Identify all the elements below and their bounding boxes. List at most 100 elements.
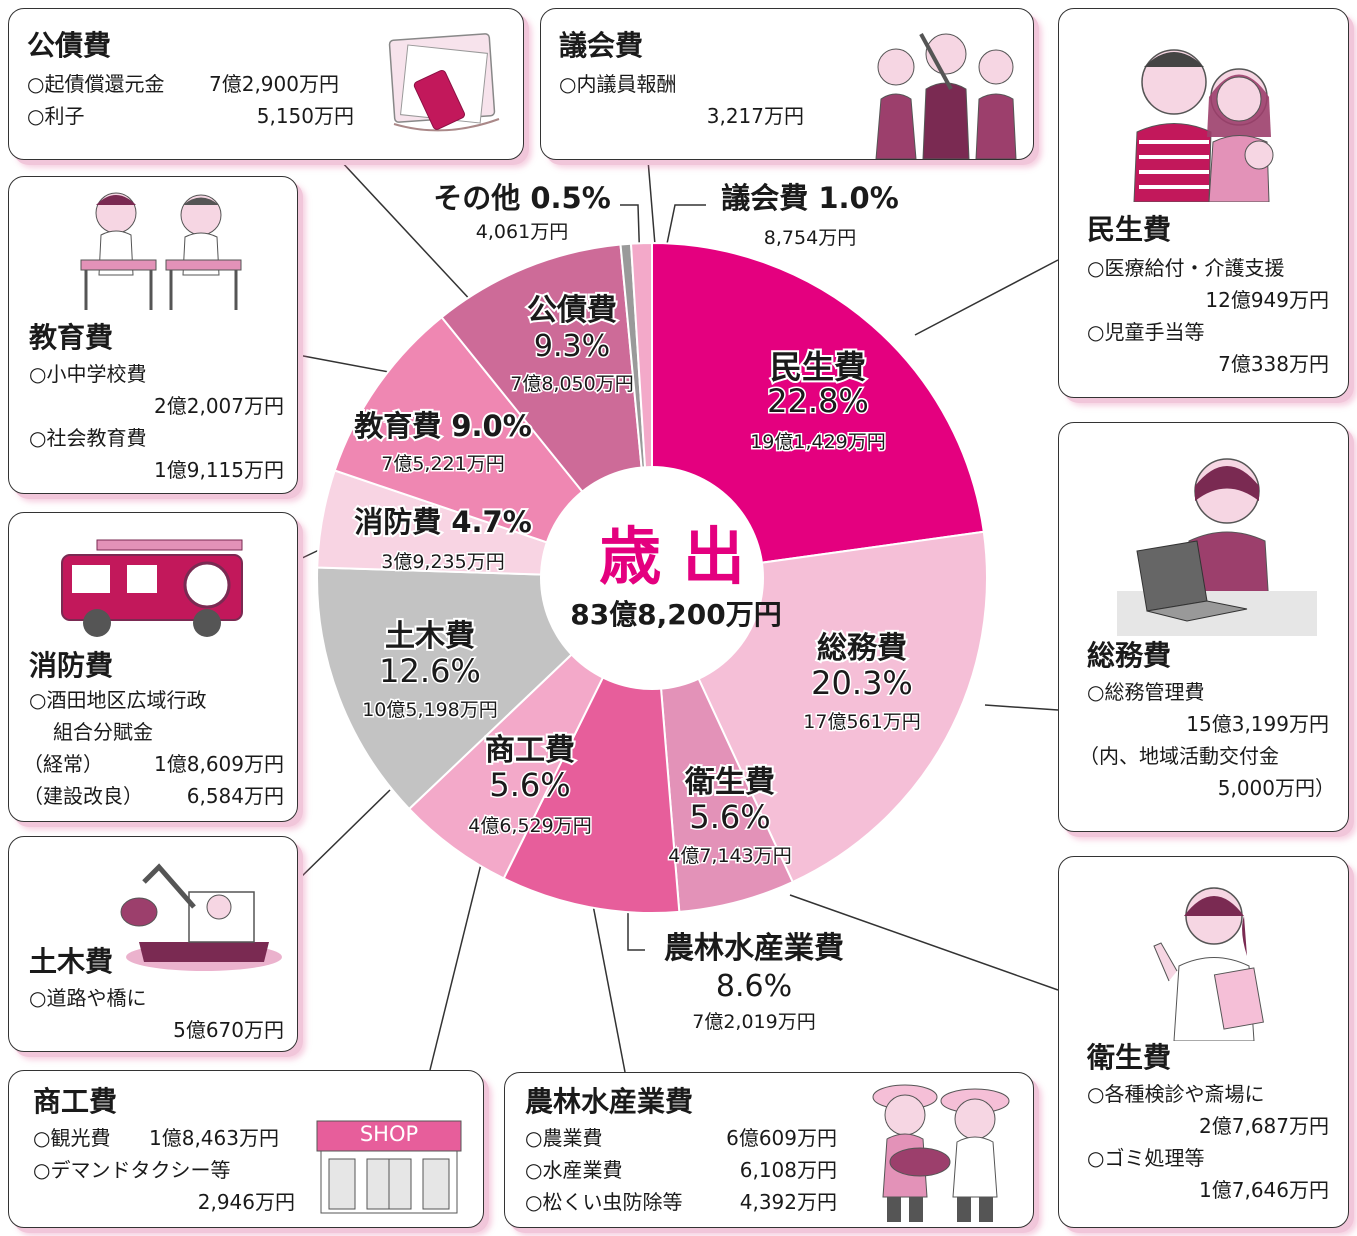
box-nourin: 農林水産業費 ○農業費 6億609万円 ○水産業費 6,108万円 ○松くい虫防… <box>504 1072 1034 1228</box>
shop-illustration <box>316 1120 462 1214</box>
box-line: ○内議員報酬 <box>559 72 677 96</box>
box-title: 総務費 <box>1087 639 1172 672</box>
slice-label-amount: 17億561万円 <box>803 711 920 733</box>
box-line: ○農業費 <box>525 1126 603 1150</box>
box-line: ○酒田地区広域行政 <box>29 688 207 712</box>
council-members-illustration <box>875 33 1017 159</box>
box-line: 5,000万円） <box>1217 776 1335 800</box>
box-line: ○観光費 <box>33 1126 111 1150</box>
slice-label-name: 農林水産業費 <box>664 931 844 966</box>
box-line: 1億8,609万円 <box>154 752 284 776</box>
slice-label-name: 消防費 4.7% <box>354 505 532 539</box>
box-line: 5,150万円 <box>256 104 354 128</box>
slice-label-name: 民生費 <box>770 348 866 386</box>
leader-soumu <box>984 704 1059 711</box>
box-line: ○道路や橋に <box>29 986 147 1010</box>
slice-label-name: 衛生費 <box>684 765 775 800</box>
slice-label-percent: 8.6% <box>716 969 792 1004</box>
slice-label-percent: 20.3% <box>811 664 913 702</box>
slice-label-amount: 4億6,529万円 <box>468 815 591 837</box>
box-title: 教育費 <box>29 321 114 354</box>
box-line: 1億9,115万円 <box>154 458 284 482</box>
box-line: ○水産業費 <box>525 1158 623 1182</box>
box-title: 民生費 <box>1087 213 1172 246</box>
box-title: 農林水産業費 <box>525 1085 694 1118</box>
box-gikai: 議会費 ○内議員報酬 3,217万円 <box>540 8 1034 160</box>
leader-eisei <box>789 894 1059 991</box>
box-line: 2,946万円 <box>197 1190 295 1214</box>
box-line: 6,584万円 <box>186 784 284 808</box>
box-eisei: 衛生費 ○各種検診や斎場に 2億7,687万円 ○ゴミ処理等 1億7,646万円 <box>1058 856 1349 1228</box>
slice-label-name: 公債費 <box>527 293 617 328</box>
nurse-clipboard-illustration <box>1153 887 1264 1041</box>
slice-label-percent: 5.6% <box>489 766 570 804</box>
slice-0 <box>651 241 985 580</box>
leader-shoukou <box>429 859 483 1071</box>
box-line: 7億2,900万円 <box>209 72 339 96</box>
slice-label-name: 土木費 <box>385 619 475 654</box>
box-line: 2億7,687万円 <box>1199 1114 1329 1138</box>
box-line: ○松くい虫防除等 <box>525 1190 683 1214</box>
box-line: 2億2,007万円 <box>154 394 284 418</box>
office-worker-laptop-illustration <box>1117 458 1317 636</box>
box-kyouiku: 教育費 ○小中学校費 2億2,007万円 ○社会教育費 1億9,115万円 <box>8 176 298 494</box>
box-title: 衛生費 <box>1087 1041 1172 1074</box>
box-line: 1億8,463万円 <box>149 1126 279 1150</box>
box-line: （建設改良） <box>23 784 143 808</box>
box-line: ○医療給付・介護支援 <box>1087 256 1285 280</box>
slice-label-amount: 7億5,221万円 <box>381 453 504 475</box>
box-line: 組合分賦金 <box>53 720 153 744</box>
box-title: 消防費 <box>29 649 114 682</box>
box-line: ○ゴミ処理等 <box>1087 1146 1205 1170</box>
box-line: 7億338万円 <box>1218 352 1329 376</box>
box-shoukou: 商工費 ○観光費 1億8,463万円 ○デマンドタクシー等 2,946万円 SH… <box>8 1070 484 1228</box>
slice-label-amount: 8,754万円 <box>764 227 856 249</box>
box-title: 議会費 <box>559 29 644 62</box>
leader-minsei <box>914 259 1059 336</box>
box-kousai: 公債費 ○起債償還元金 7億2,900万円 ○利子 5,150万円 <box>8 8 524 160</box>
box-line: 5億670万円 <box>173 1018 284 1042</box>
box-doboku: 土木費 ○道路や橋に 5億670万円 <box>8 836 298 1052</box>
donut-hole <box>540 466 764 690</box>
box-line: 6,108万円 <box>739 1158 837 1182</box>
slice-label-percent: 12.6% <box>379 652 481 690</box>
slice-label-name: 総務費 <box>817 631 907 666</box>
box-minsei: 民生費 ○医療給付・介護支援 12億949万円 ○児童手当等 7億338万円 <box>1058 8 1349 398</box>
slice-label-amount: 19億1,429万円 <box>750 431 886 453</box>
box-line: 6億609万円 <box>726 1126 837 1150</box>
box-shoubou: 消防費 ○酒田地区広域行政 組合分賦金 （経常） 1億8,609万円 （建設改良… <box>8 512 298 822</box>
box-line: ○小中学校費 <box>29 362 147 386</box>
slice-label-amount: 4,061万円 <box>476 221 568 243</box>
fire-truck-illustration <box>61 539 243 637</box>
slice-label-name: 教育費 9.0% <box>354 409 532 443</box>
leader-doboku <box>297 789 391 881</box>
box-line: 1億7,646万円 <box>1199 1178 1329 1202</box>
center-total: 83億8,200万円 <box>570 598 782 631</box>
box-line: ○各種検診や斎場に <box>1087 1082 1265 1106</box>
slice-label-amount: 4億7,143万円 <box>668 845 791 867</box>
box-line: 15億3,199万円 <box>1186 712 1329 736</box>
leader-gikai-box <box>647 159 656 246</box>
box-soumu: 総務費 ○総務管理費 15億3,199万円 （内、地域活動交付金 5,000万円… <box>1058 422 1349 832</box>
slice-label-name: その他 0.5% <box>433 181 611 215</box>
box-line: 4,392万円 <box>739 1190 837 1214</box>
box-line: （経常） <box>23 752 103 776</box>
slice-label-amount: 7億8,050万円 <box>510 373 633 395</box>
slice-label-amount: 10億5,198万円 <box>362 699 498 721</box>
family-illustration <box>1133 49 1274 202</box>
leader-kousai <box>339 159 476 306</box>
shop-sign-label: SHOP <box>359 1122 419 1146</box>
contract-document-illustration <box>388 33 500 132</box>
box-line: ○社会教育費 <box>29 426 147 450</box>
slice-label-percent: 5.6% <box>689 798 770 836</box>
slice-label-name: 商工費 <box>485 733 575 768</box>
slice-label-amount: 7億2,019万円 <box>692 1011 815 1033</box>
excavator-illustration <box>120 863 282 971</box>
box-line: （内、地域活動交付金 <box>1079 744 1279 768</box>
box-line: ○児童手当等 <box>1087 320 1205 344</box>
slice-label-name: 議会費 1.0% <box>721 181 899 215</box>
box-line: ○デマンドタクシー等 <box>33 1158 231 1182</box>
center-title: 歳 出 <box>599 520 745 593</box>
slice-label-percent: 9.3% <box>534 329 610 364</box>
